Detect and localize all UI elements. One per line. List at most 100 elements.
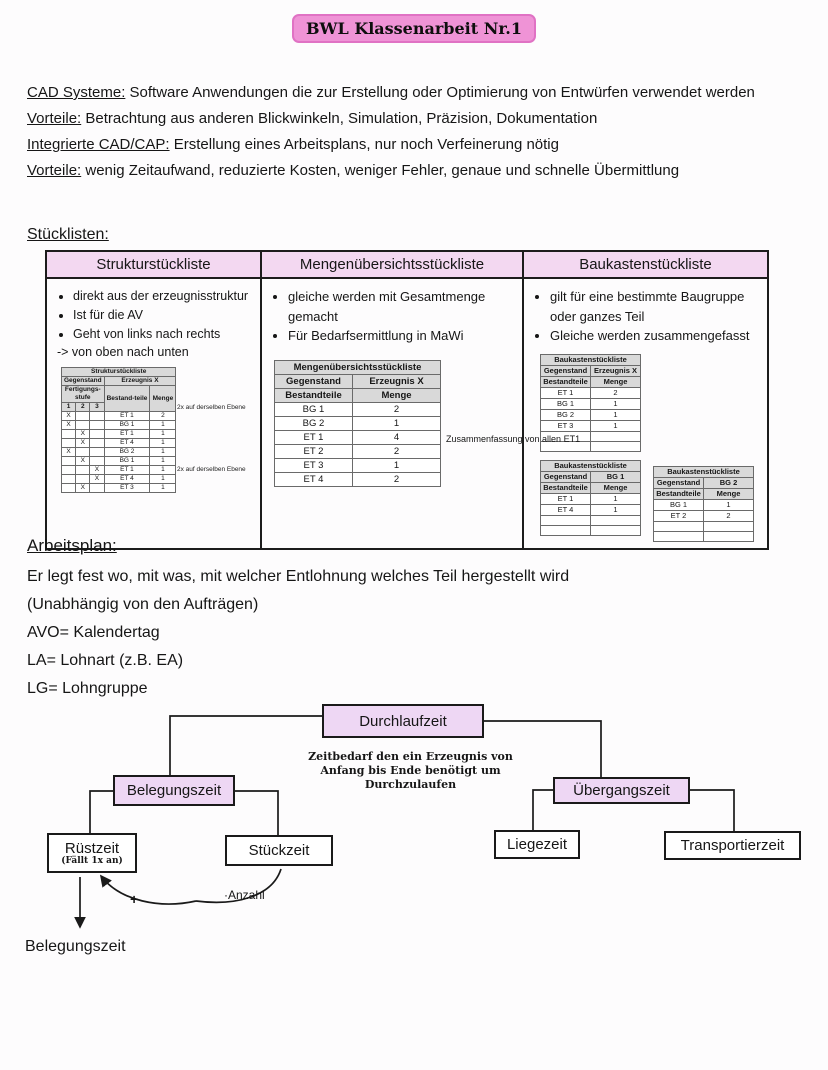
mini-table-cell: Menge — [149, 385, 177, 413]
mini-table-cell: 1 — [590, 492, 641, 505]
mini-table-cell: Mengenübersichtsstückliste — [274, 359, 441, 375]
mini-table-cell: 2 — [352, 401, 441, 417]
mini-table-cell: 1 — [60, 402, 77, 413]
intro-section: CAD Systeme: Software Anwendungen die zu… — [27, 84, 823, 188]
mini-table-row: Baukastenstückliste — [653, 465, 754, 478]
mini-table-cell: X — [60, 411, 77, 422]
mini-table-cell — [590, 524, 641, 536]
connector-uebergangszeit-transportierzeit — [690, 789, 735, 831]
term-label: Vorteile: — [27, 110, 82, 127]
mini-table-cell: Bestandteile — [540, 481, 591, 494]
mini-table-cell: 1 — [590, 503, 641, 516]
mini-table-cell: 2 — [590, 386, 641, 399]
mini-table-cell: 3 — [89, 402, 105, 413]
mini-table-row — [653, 520, 754, 532]
mini-table-cell: ET 1 — [274, 429, 353, 445]
mini-table-cell: 2 — [352, 443, 441, 459]
mini-table-cell — [590, 514, 641, 526]
mini-table-cell: 1 — [590, 419, 641, 432]
mini-table-cell: 1 — [590, 397, 641, 410]
mini-table-cell: Gegenstand — [653, 476, 704, 489]
mini-table-cell — [540, 514, 591, 526]
column-body-mengenuebersichtsstueckliste: gleiche werden mit Gesamtmenge gemachtFü… — [260, 279, 580, 548]
bullet-item: Geht von links nach rechts — [73, 325, 250, 344]
note-line: Vorteile: wenig Zeitaufwand, reduzierte … — [27, 162, 823, 179]
diagram-box-uebergangszeit: Übergangszeit — [553, 777, 690, 804]
mini-table-cell: X — [75, 438, 91, 449]
arbeitsplan-line: Er legt fest wo, mit was, mit welcher En… — [27, 568, 570, 585]
mini-table-cell — [75, 465, 91, 476]
mini-table-row — [540, 514, 641, 526]
diagram-box-label: Durchlaufzeit — [359, 712, 447, 730]
mini-table-row: Baukastenstückliste — [540, 459, 641, 472]
mini-table-cell: BG 1 — [590, 470, 641, 483]
mini-table-cell: 1 — [590, 408, 641, 421]
mini-table-cell: Bestand-teile — [103, 385, 151, 413]
connector-belegungszeit-stueckzeit — [235, 790, 279, 835]
arbeitsplan-section: Arbeitsplan: Er legt fest wo, mit was, m… — [27, 536, 569, 708]
mini-table-cell: 1 — [149, 429, 177, 440]
mini-table-cell: ET 3 — [103, 483, 151, 494]
mini-table-row — [540, 524, 641, 536]
column-header-strukturstueckliste: Strukturstückliste — [47, 252, 260, 279]
arbeitsplan-line: LA= Lohnart (z.B. EA) — [27, 652, 184, 669]
connector-durchlaufzeit-belegungszeit — [169, 715, 322, 775]
mini-table-cell: Bestandteile — [540, 375, 591, 388]
mini-table-cell: BG 1 — [540, 397, 591, 410]
belegungszeit-bottom-label: Belegungszeit — [25, 938, 126, 955]
mini-table-cell — [75, 474, 91, 485]
mini-table-cell: ET 4 — [103, 438, 151, 449]
mini-table-cell: X — [89, 474, 105, 485]
mini-table-cell: Fertigungs-stufe — [61, 385, 105, 404]
mini-table-cell — [89, 420, 105, 431]
term-label: Integrierte CAD/CAP: — [27, 136, 170, 153]
mini-table-cell: BG 1 — [103, 420, 151, 431]
page-title: BWL Klassenarbeit Nr.1 — [292, 14, 536, 43]
mini-table-cell — [60, 429, 77, 440]
mini-table-cell: ET 1 — [540, 492, 591, 505]
mini-table-cell — [590, 440, 641, 452]
mini-table-cell: X — [60, 420, 77, 431]
mini-table-cell — [590, 430, 641, 442]
title-bar: BWL Klassenarbeit Nr.1 — [0, 14, 828, 43]
mini-table-cell: 1 — [149, 420, 177, 431]
curve-to-ruestzeit-arrow — [99, 874, 197, 905]
diagram-box-stueckzeit: Stückzeit — [225, 835, 333, 866]
mini-table-cell — [60, 474, 77, 485]
mini-table-cell: BG 2 — [703, 476, 754, 489]
mini-table-cell: 2 — [149, 411, 177, 422]
mini-table-cell — [89, 483, 105, 494]
mini-table-row — [653, 530, 754, 542]
mini-table-cell: Gegenstand — [540, 364, 591, 377]
mini-table-cell — [703, 520, 754, 532]
mini-table-cell: 1 — [352, 415, 441, 431]
bullet-item: Gleiche werden zusammengefasst — [550, 326, 757, 346]
mini-table-row — [540, 440, 641, 452]
bullet-item: direkt aus der erzeugnisstruktur — [73, 287, 250, 306]
mini-table-cell: 1 — [149, 438, 177, 449]
mini-table-cell: 1 — [352, 457, 441, 473]
diagram-box-durchlaufzeit: Durchlaufzeit — [322, 704, 484, 738]
mini-table-cell: BG 2 — [103, 447, 151, 458]
